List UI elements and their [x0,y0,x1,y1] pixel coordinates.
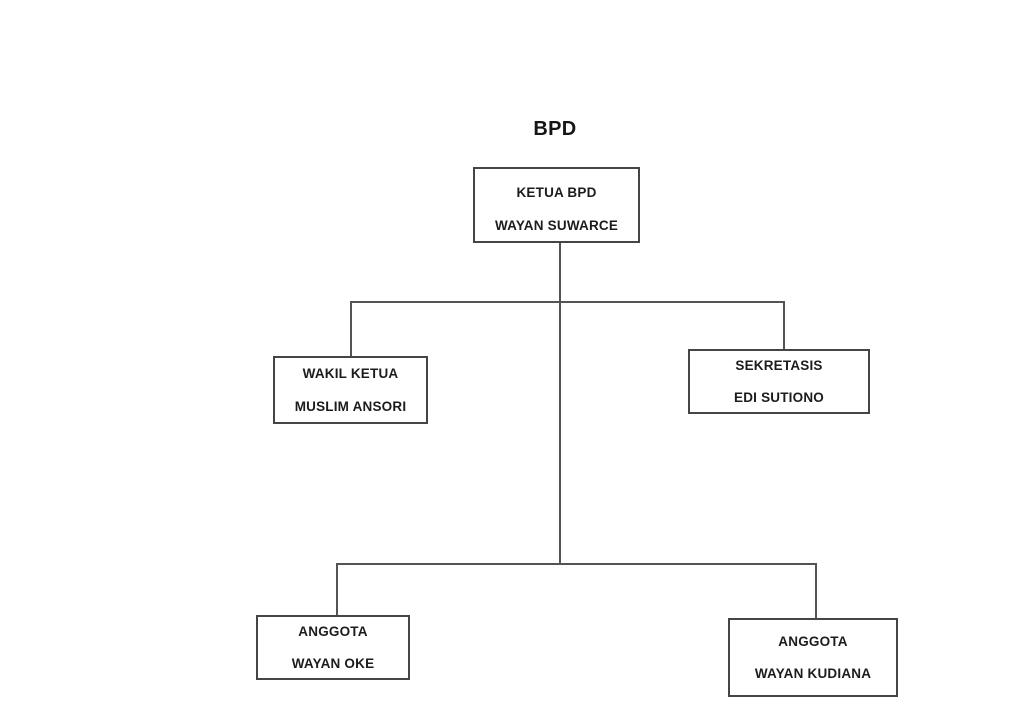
org-node-person: WAYAN KUDIANA [754,666,872,681]
chart-title: BPD [533,118,577,140]
org-node-wakil-ketua: WAKIL KETUA MUSLIM ANSORI [273,356,428,424]
connector-ketua-trunk [559,243,561,565]
org-node-person: WAYAN SUWARCE [494,217,619,233]
connector-wakil-ketua-drop [350,301,352,356]
org-node-anggota-wayan-oke: ANGGOTA WAYAN OKE [256,615,410,680]
connector-lower-branch-bar [336,563,817,565]
org-node-sekretaris: SEKRETASIS EDI SUTIONO [688,349,870,414]
org-node-role: KETUA BPD [516,185,597,200]
org-node-person: EDI SUTIONO [734,390,824,405]
connector-sekretaris-drop [783,301,785,349]
connector-anggota-kudiana-drop [815,563,817,618]
org-node-person: MUSLIM ANSORI [294,398,407,414]
org-node-role: ANGGOTA [298,623,368,639]
org-node-anggota-wayan-kudiana: ANGGOTA WAYAN KUDIANA [728,618,898,697]
org-node-role: SEKRETASIS [735,357,823,373]
org-node-role: ANGGOTA [778,633,848,649]
org-node-ketua-bpd: KETUA BPD WAYAN SUWARCE [473,167,640,243]
org-node-person: WAYAN OKE [291,656,375,671]
org-node-role: WAKIL KETUA [302,366,399,381]
connector-upper-branch-bar [350,301,785,303]
connector-anggota-oke-drop [336,563,338,615]
